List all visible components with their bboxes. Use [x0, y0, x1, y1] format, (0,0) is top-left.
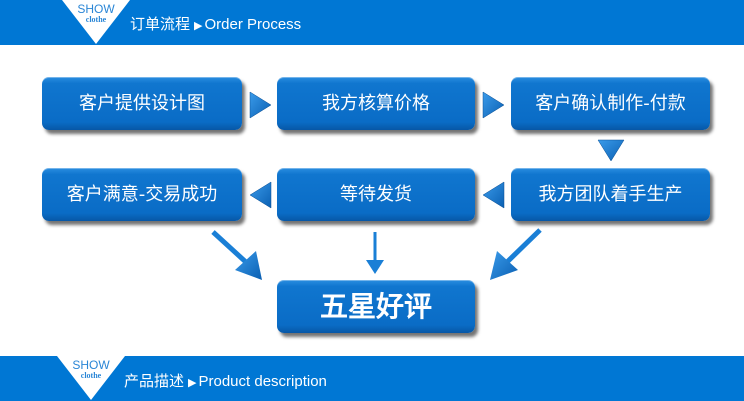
- product-description-title: 产品描述▶Product description: [124, 370, 327, 391]
- title-cn: 订单流程: [130, 15, 191, 33]
- step-customer-satisfied: 客户满意-交易成功: [42, 168, 242, 221]
- arrow-right-icon: [249, 91, 272, 119]
- arrow-left-icon: [482, 181, 505, 209]
- arrow-down-right-icon: [211, 230, 262, 280]
- step-production: 我方团队着手生产: [511, 168, 710, 221]
- arrow-down-icon: [366, 232, 384, 274]
- show-badge-triangle: [62, 0, 130, 44]
- title-en: Order Process: [204, 16, 302, 33]
- arrow-down-left-icon: [490, 228, 542, 280]
- badge-show-text: SHOW: [72, 358, 110, 372]
- arrow-down-icon: [597, 139, 625, 162]
- order-process-title: 订单流程▶Order Process: [130, 13, 301, 34]
- arrow-right-icon: [482, 91, 505, 119]
- product-description-banner: SHOW clothe 产品描述▶Product description: [0, 356, 744, 401]
- arrow-left-icon: [249, 181, 272, 209]
- triangle-right-icon: ▶: [188, 376, 197, 389]
- title-cn: 产品描述: [124, 372, 185, 390]
- step-awaiting-shipment: 等待发货: [277, 168, 475, 221]
- title-en: Product description: [198, 373, 327, 390]
- step-customer-provides-design: 客户提供设计图: [42, 77, 242, 130]
- show-clothe-badge: SHOW clothe: [62, 3, 130, 24]
- step-five-star-review: 五星好评: [277, 280, 475, 333]
- triangle-right-icon: ▶: [194, 19, 203, 32]
- badge-clothe-text: clothe: [80, 371, 102, 380]
- order-process-banner: SHOW clothe 订单流程▶Order Process: [0, 0, 744, 45]
- show-clothe-badge: SHOW clothe: [57, 359, 125, 380]
- step-price-calculation: 我方核算价格: [277, 77, 475, 130]
- badge-clothe-text: clothe: [85, 15, 107, 24]
- show-badge-triangle: [57, 356, 125, 400]
- badge-show-text: SHOW: [77, 2, 115, 16]
- step-confirm-and-pay: 客户确认制作-付款: [511, 77, 710, 130]
